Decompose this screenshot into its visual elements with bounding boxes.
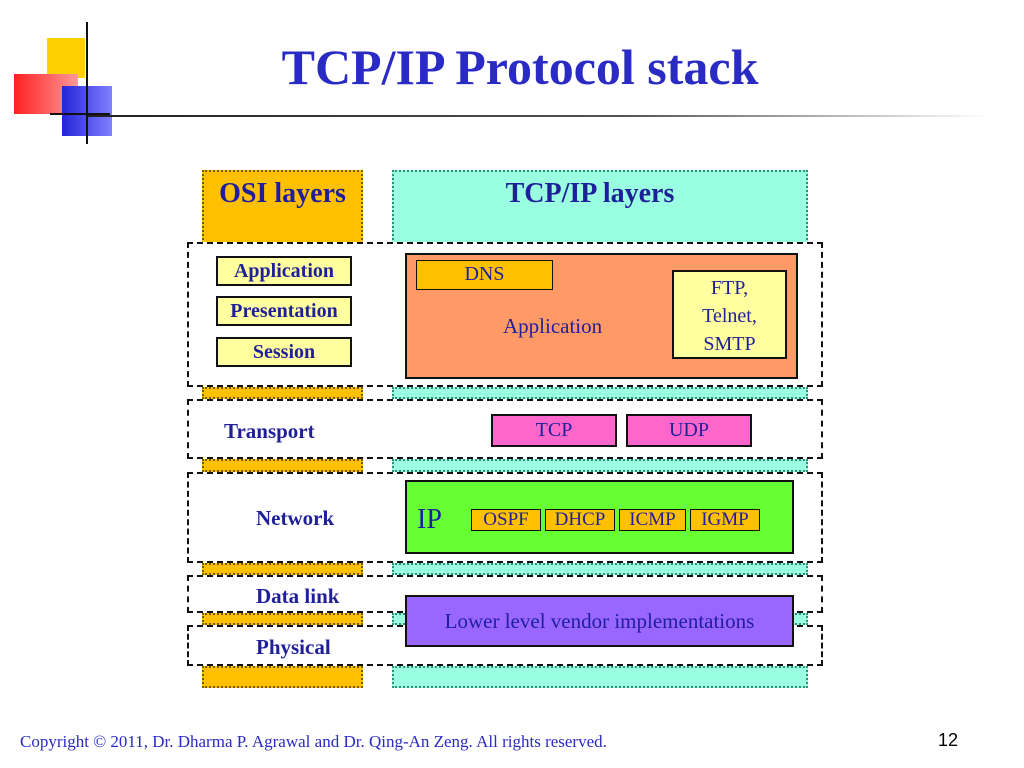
telnet-label: Telnet, <box>702 305 757 327</box>
lower-level-block: Lower level vendor implementations <box>405 595 794 647</box>
logo-yellow-square <box>47 38 85 78</box>
osi-application-box: Application <box>216 256 352 286</box>
title-underline <box>88 115 988 117</box>
osi-presentation-box: Presentation <box>216 296 352 326</box>
udp-box: UDP <box>626 414 752 447</box>
osi-strip-gap <box>202 563 363 575</box>
logo-decoration <box>0 0 140 145</box>
tcp-box: TCP <box>491 414 617 447</box>
tcpip-strip-bottom <box>392 666 808 688</box>
icmp-box: ICMP <box>619 509 686 531</box>
dns-box: DNS <box>416 260 553 290</box>
tcpip-header-strip <box>392 170 808 244</box>
osi-physical-label: Physical <box>256 635 331 659</box>
tcpip-strip-gap <box>392 563 808 575</box>
smtp-label: SMTP <box>703 333 756 355</box>
osi-strip-gap <box>202 613 363 625</box>
osi-strip-gap <box>202 459 363 472</box>
application-label: Application <box>503 314 603 338</box>
osi-network-label: Network <box>256 506 335 530</box>
ospf-box: OSPF <box>471 509 541 531</box>
ftp-telnet-smtp-box: FTP, Telnet, SMTP <box>672 270 787 359</box>
page-number: 12 <box>938 730 959 750</box>
ftp-label: FTP, <box>710 277 749 299</box>
tcpip-strip-gap <box>392 459 808 472</box>
osi-header: OSI layers <box>219 178 346 209</box>
igmp-box: IGMP <box>690 509 760 531</box>
page-title: TCP/IP Protocol stack <box>281 39 759 95</box>
ip-label: IP <box>417 504 442 535</box>
dhcp-box: DHCP <box>545 509 615 531</box>
osi-session-box: Session <box>216 337 352 367</box>
tcpip-header: TCP/IP layers <box>505 178 675 209</box>
osi-strip-gap <box>202 387 363 399</box>
osi-transport-label: Transport <box>224 419 315 443</box>
logo-horizontal-line <box>50 113 110 115</box>
osi-datalink-label: Data link <box>256 584 340 608</box>
logo-vertical-line <box>86 22 88 144</box>
copyright-footer: Copyright © 2011, Dr. Dharma P. Agrawal … <box>20 732 607 751</box>
osi-strip-bottom <box>202 666 363 688</box>
tcpip-strip-gap <box>392 387 808 399</box>
